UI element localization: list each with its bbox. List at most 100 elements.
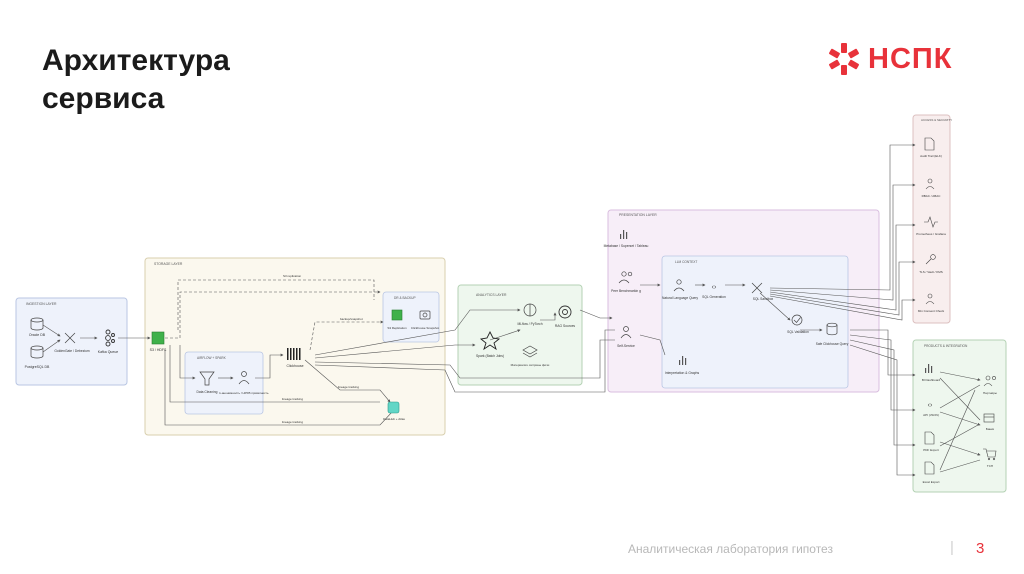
presentation-layer-title: PRESENTATION LAYER bbox=[619, 213, 657, 217]
rbac-users-icon bbox=[925, 178, 935, 190]
metabase-label: Metabase / Superset / Tableau bbox=[604, 244, 649, 248]
analytics-layer-box bbox=[457, 284, 583, 386]
lineage-edge-label-1: lineage tracking bbox=[338, 385, 359, 389]
sql-gen-label: SQL Generation bbox=[702, 295, 726, 299]
nlq-label: Natural Language Query bbox=[662, 296, 698, 300]
sandbox-icon bbox=[751, 282, 763, 294]
layers-icon bbox=[522, 345, 538, 358]
airflow-title: AIRFLOW + SPARK bbox=[197, 356, 227, 360]
bank-icon bbox=[983, 413, 995, 423]
footer-separator: | bbox=[950, 539, 954, 556]
s3-replication-label: S3 Replication bbox=[387, 326, 407, 330]
llm-context-title: LLM CONTEXT bbox=[675, 260, 697, 264]
safe-query-label: Safe Clickhouse Query bbox=[816, 342, 849, 346]
datahub-label: DataHub + Atlas bbox=[383, 417, 405, 421]
mlflow-icon bbox=[523, 303, 537, 317]
consent-users-icon bbox=[925, 293, 935, 305]
s3-replication-edge-label: S3 replication bbox=[283, 274, 302, 278]
banks-label: Банки bbox=[986, 427, 995, 431]
airflow-box bbox=[184, 351, 264, 415]
excel-doc-icon bbox=[924, 461, 935, 475]
api-code-icon: ‹› bbox=[928, 402, 933, 409]
pdf-label: PDF Export bbox=[923, 448, 939, 452]
interpretation-icon bbox=[679, 356, 687, 365]
postgres-db-label: PostgreSQL DB bbox=[25, 365, 50, 369]
rag-sources-label: RAG Sources bbox=[555, 324, 576, 328]
storage-layer-title: STORAGE LAYER bbox=[154, 262, 183, 266]
sql-gen-icon: ‹› bbox=[712, 284, 717, 291]
clickhouse-icon bbox=[287, 348, 301, 360]
access-layer-box bbox=[912, 114, 951, 324]
partners-icon bbox=[983, 375, 996, 387]
spark-label: Spark (Batch Jobs) bbox=[476, 354, 504, 358]
filter-icon bbox=[199, 371, 215, 386]
connector-lines bbox=[42, 143, 981, 477]
validation-label: SQL Validation bbox=[787, 330, 809, 334]
peer-users-icon bbox=[618, 271, 633, 284]
anonymity-label: k-анонимность / HPFB приватность bbox=[219, 391, 269, 395]
safe-db-icon bbox=[826, 322, 838, 336]
backup-edge-label: backup/snapshot bbox=[340, 317, 363, 321]
excel-label: Excel Export bbox=[923, 480, 940, 484]
snapshot-label: Clickhouse Snapshot bbox=[411, 326, 439, 330]
tls-label: TLS / Vault / KMS bbox=[919, 270, 943, 274]
analytics-layer-title: ANALYTICS LAYER bbox=[476, 293, 507, 297]
partners-label: Партнёры bbox=[983, 391, 997, 395]
oracle-db-label: Oracle DB bbox=[29, 333, 46, 337]
s3-hdfs-label: S3 / HDFS bbox=[150, 348, 167, 352]
api-label: API (JSON) bbox=[923, 413, 939, 417]
s3-hdfs-icon bbox=[151, 331, 165, 345]
audit-doc-icon bbox=[924, 137, 935, 151]
bi-label: BI Dashboard bbox=[922, 378, 941, 382]
spark-star-icon bbox=[479, 330, 501, 351]
goldengate-icon bbox=[64, 332, 76, 344]
backup-box bbox=[382, 291, 440, 343]
goldengate-label: GoldenGate / Debezium bbox=[54, 349, 90, 353]
logo-text: НСПК bbox=[868, 42, 953, 75]
consent-label: Min Consent Check bbox=[918, 309, 945, 313]
nlq-users-icon bbox=[673, 279, 685, 292]
footer-text: Аналитическая лаборатория гипотез bbox=[628, 542, 833, 556]
backup-title: DR & BACKUP bbox=[394, 296, 416, 300]
llm-context-box bbox=[661, 255, 849, 389]
bar-chart-icon bbox=[620, 230, 628, 239]
key-icon bbox=[925, 254, 936, 265]
person-icon bbox=[238, 371, 250, 385]
title-line-2: сервиса bbox=[42, 82, 165, 115]
bi-chart-icon bbox=[925, 364, 933, 373]
ingestion-layer-box bbox=[15, 297, 128, 386]
cart-icon bbox=[983, 448, 997, 461]
datahub-icon bbox=[387, 401, 400, 414]
ingestion-layer-title: INGESTION LAYER bbox=[26, 302, 57, 306]
logo-star-icon bbox=[829, 43, 859, 75]
nspk-logo: НСПК bbox=[826, 42, 952, 76]
pdf-doc-icon bbox=[924, 431, 935, 445]
kafka-label: Kafka Queue bbox=[98, 350, 118, 354]
check-circle-icon bbox=[791, 314, 803, 326]
page-number: 3 bbox=[976, 540, 985, 557]
mlflow-label: MLflow / PyTorch bbox=[517, 322, 542, 326]
oracle-db-icon bbox=[30, 317, 44, 331]
products-layer-title: PRODUCTS & INTEGRATION bbox=[924, 344, 968, 348]
page-title: Архитектура сервиса bbox=[42, 42, 230, 118]
self-service-label: Self-Service bbox=[617, 344, 635, 348]
prometheus-label: Prometheus / Grafana bbox=[916, 232, 946, 236]
data-cleaning-label: Data Cleaning bbox=[197, 390, 218, 394]
access-layer-title: ACCESS & SECURITY bbox=[921, 118, 952, 122]
kafka-icon bbox=[105, 329, 115, 347]
sandbox-label: SQL Sandbox bbox=[753, 297, 774, 301]
camera-icon bbox=[419, 310, 431, 320]
lineage-edge-label-3: lineage tracking bbox=[282, 420, 303, 424]
s3-replication-icon bbox=[391, 309, 403, 321]
lineage-edge-label-2: lineage tracking bbox=[282, 397, 303, 401]
rbac-label: RBAC / ABAC bbox=[922, 194, 942, 198]
tsp-label: ТСП bbox=[987, 464, 993, 468]
clickhouse-label: Clickhouse bbox=[286, 364, 303, 368]
interpretation-label: Interpretation & Graphs bbox=[665, 371, 700, 375]
peer-label: Peer Benchmarkin g bbox=[611, 289, 641, 293]
rag-sources-icon bbox=[558, 305, 572, 319]
postgres-db-icon bbox=[30, 345, 44, 359]
audit-label: Audit Trail (ELK) bbox=[920, 154, 942, 158]
features-label: Материализ. витрины фичи bbox=[511, 363, 550, 367]
